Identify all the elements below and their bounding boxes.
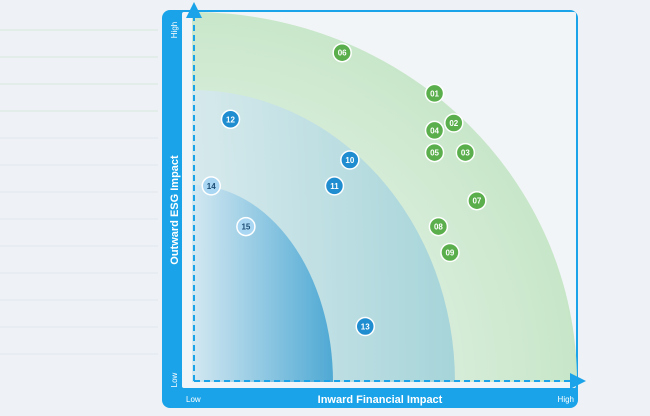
x-tick-high: High [558,395,574,404]
point-label: 05 [430,149,439,158]
point-marker [424,120,445,141]
y-axis-label: Outward ESG Impact [169,155,181,265]
point-13: 13 [355,316,375,337]
point-label: 11 [330,182,339,191]
y-tick-low: Low [170,372,179,387]
point-marker [340,150,360,170]
point-12: 12 [220,109,241,130]
point-marker [440,242,460,263]
x-tick-low: Low [186,395,201,404]
point-marker [428,216,449,237]
point-label: 10 [345,156,354,165]
point-10: 10 [340,150,360,170]
point-label: 04 [430,126,439,135]
inner-zone [192,185,333,382]
point-marker [220,109,241,130]
point-label: 06 [338,49,347,58]
point-label: 09 [445,249,454,258]
point-marker [424,83,445,104]
point-09: 09 [440,242,460,263]
point-marker [467,190,487,211]
point-label: 07 [472,197,481,206]
data-points: 01 02 03 04 05 06 07 08 09 10 11 12 13 14 15 [201,42,487,337]
point-label: 14 [207,182,216,191]
point-14: 14 [201,176,221,196]
point-06: 06 [332,42,352,63]
point-marker [236,216,256,237]
point-marker [424,142,445,163]
point-label: 02 [449,119,458,128]
point-marker [332,42,352,63]
point-11: 11 [324,176,345,196]
point-label: 13 [361,323,370,332]
point-label: 01 [430,89,439,98]
point-marker [355,316,375,337]
point-07: 07 [467,190,487,211]
background-lines [0,29,158,355]
point-01: 01 [424,83,445,104]
point-03: 03 [455,142,476,163]
point-marker [324,176,345,196]
point-02: 02 [444,113,464,133]
point-05: 05 [424,142,445,163]
point-label: 12 [226,115,235,124]
point-marker [455,142,476,163]
point-04: 04 [424,120,445,141]
point-label: 15 [241,223,250,232]
y-tick-high: High [170,22,179,38]
point-marker [201,176,221,196]
x-axis-label: Inward Financial Impact [318,394,443,406]
point-label: 03 [461,149,470,158]
point-marker [444,113,464,133]
point-08: 08 [428,216,449,237]
point-15: 15 [236,216,256,237]
point-label: 08 [434,223,443,232]
